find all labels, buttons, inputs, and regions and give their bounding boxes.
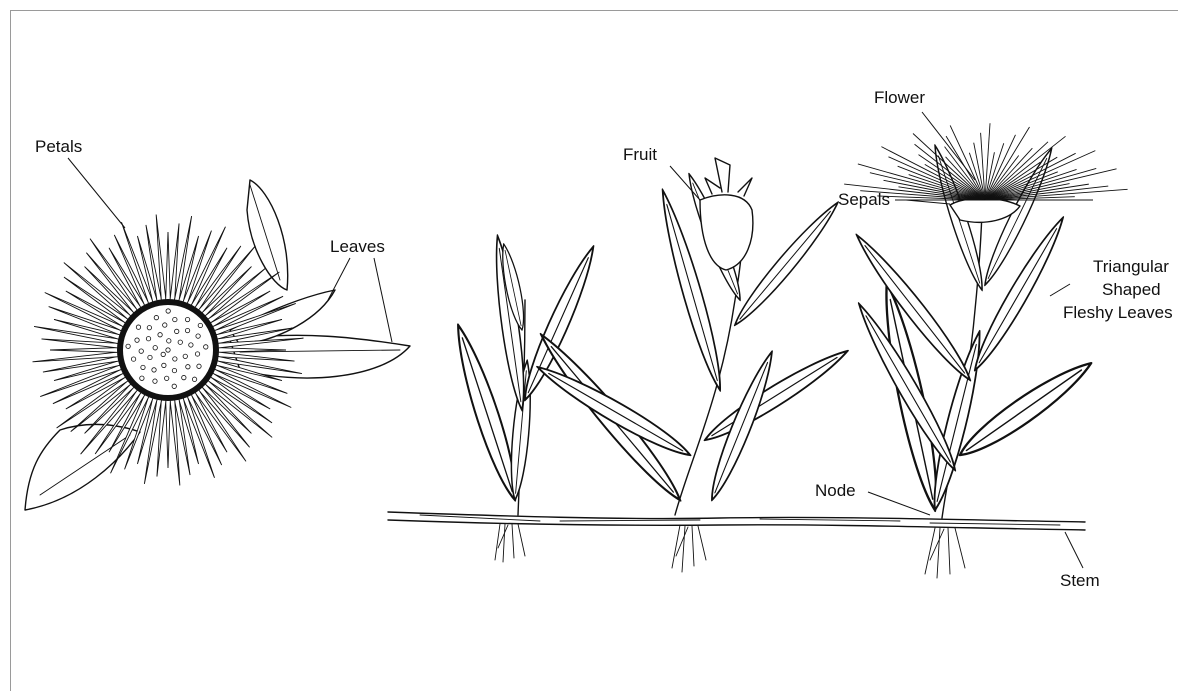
label-triangular: Triangular (1093, 257, 1169, 276)
label-stem: Stem (1060, 571, 1100, 590)
label-leaves: Leaves (330, 237, 385, 256)
label-fruit: Fruit (623, 145, 657, 164)
roots (495, 524, 965, 578)
label-petals: Petals (35, 137, 82, 156)
label-node: Node (815, 481, 856, 500)
petal (50, 348, 120, 353)
label-flower: Flower (874, 88, 925, 107)
label-shaped: Shaped (1102, 280, 1161, 299)
shoot-2-with-fruit (533, 158, 853, 515)
flower-filament (985, 157, 1057, 200)
petal (166, 398, 171, 468)
stem-illustration (388, 512, 1085, 578)
flower-head-illustration (25, 180, 410, 510)
petal (166, 232, 171, 302)
label-sepals: Sepals (838, 190, 890, 209)
top-flower (844, 123, 1127, 200)
label-fleshy-leaves: Fleshy Leaves (1063, 303, 1173, 322)
